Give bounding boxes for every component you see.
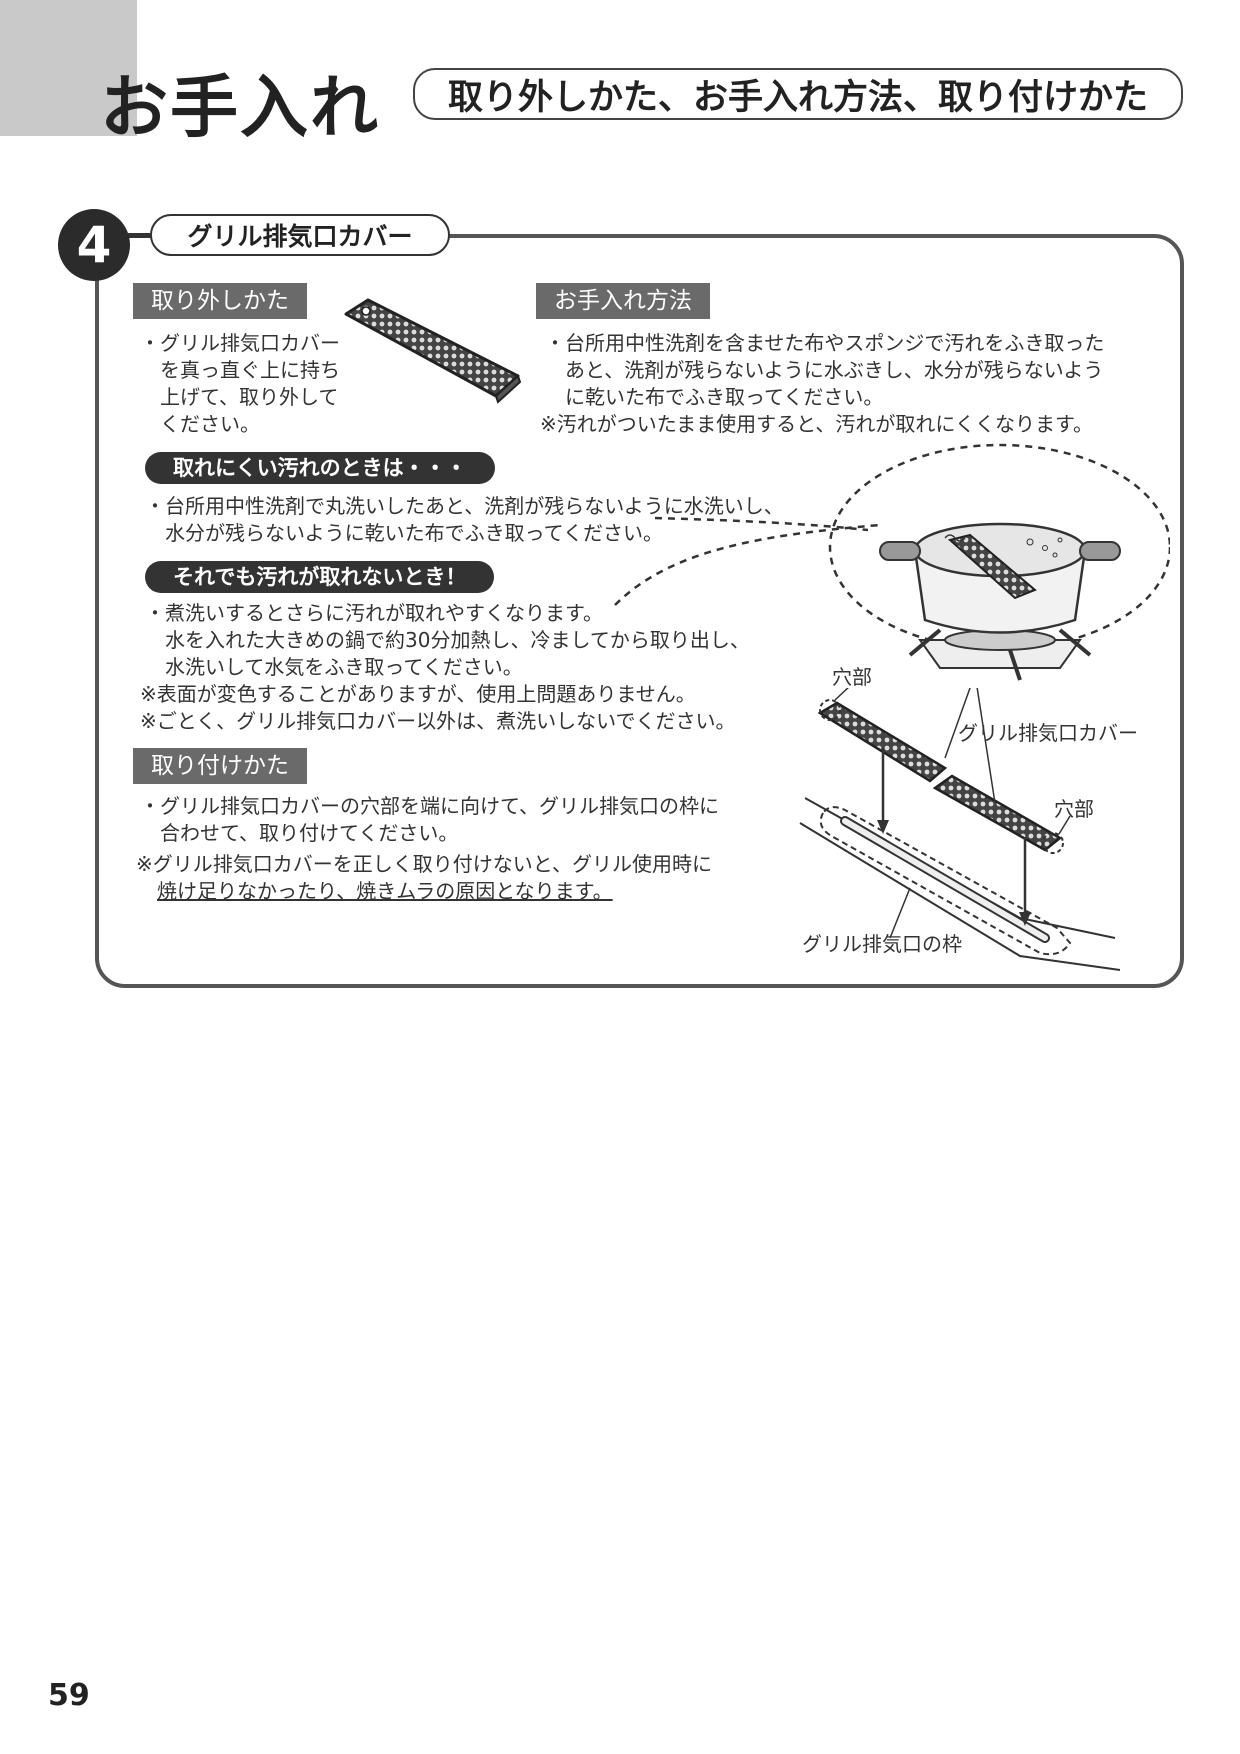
install-note-line-1: ※グリル排気口カバーを正しく取り付けないと、グリル使用時に — [136, 852, 712, 876]
step-number-badge: 4 — [58, 209, 130, 281]
removal-text: ・グリル排気口カバー を真っ直ぐ上に持ち 上げて、取り外して ください。 — [140, 331, 340, 436]
care-text: ・台所用中性洗剤を含ませた布やスポンジで汚れをふき取った あと、洗剤が残らないよ… — [545, 331, 1105, 409]
still-dirty-heading: それでも汚れが取れないとき！ — [145, 561, 495, 593]
page-title: お手入れ — [100, 69, 381, 148]
step-label: グリル排気口カバー — [150, 214, 450, 256]
still-dirty-note-2: ※ごとく、グリル排気口カバー以外は、煮洗いしないでください。 — [140, 709, 736, 733]
care-note: ※汚れがついたまま使用すると、汚れが取れにくくなります。 — [540, 412, 1093, 436]
still-dirty-note-1: ※表面が変色することがありますが、使用上問題ありません。 — [140, 682, 696, 706]
page-number: 59 — [48, 1678, 90, 1713]
install-heading: 取り付けかた — [133, 748, 307, 784]
install-note-line-2: 焼け足りなかったり、焼きムラの原因となります。 — [157, 879, 613, 903]
hard-dirt-text: ・台所用中性洗剤で丸洗いしたあと、洗剤が残らないように水洗いし、 水分が残らない… — [145, 494, 784, 545]
page-subtitle: 取り外しかた、お手入れ方法、取り付けかた — [413, 68, 1183, 120]
frame-label: グリル排気口の枠 — [802, 932, 962, 956]
care-heading: お手入れ方法 — [536, 283, 710, 319]
step-connector — [128, 233, 152, 238]
cover-label: グリル排気口カバー — [958, 721, 1138, 745]
hard-dirt-heading: 取れにくい汚れのときは・・・ — [145, 452, 495, 484]
boiling-pot-illustration — [614, 443, 1170, 681]
installation-diagram — [799, 688, 1121, 971]
hole-label-right: 穴部 — [1054, 797, 1094, 821]
still-dirty-text: ・煮洗いするとさらに汚れが取れやすくなります。 水を入れた大きめの鍋で約30分加… — [145, 601, 750, 679]
content-frame — [95, 234, 1184, 988]
hole-label-top: 穴部 — [832, 665, 872, 689]
install-text: ・グリル排気口カバーの穴部を端に向けて、グリル排気口の枠に 合わせて、取り付けて… — [140, 794, 719, 845]
removal-heading: 取り外しかた — [133, 283, 307, 319]
header-corner-block — [0, 0, 137, 136]
cover-illustration — [344, 298, 522, 404]
